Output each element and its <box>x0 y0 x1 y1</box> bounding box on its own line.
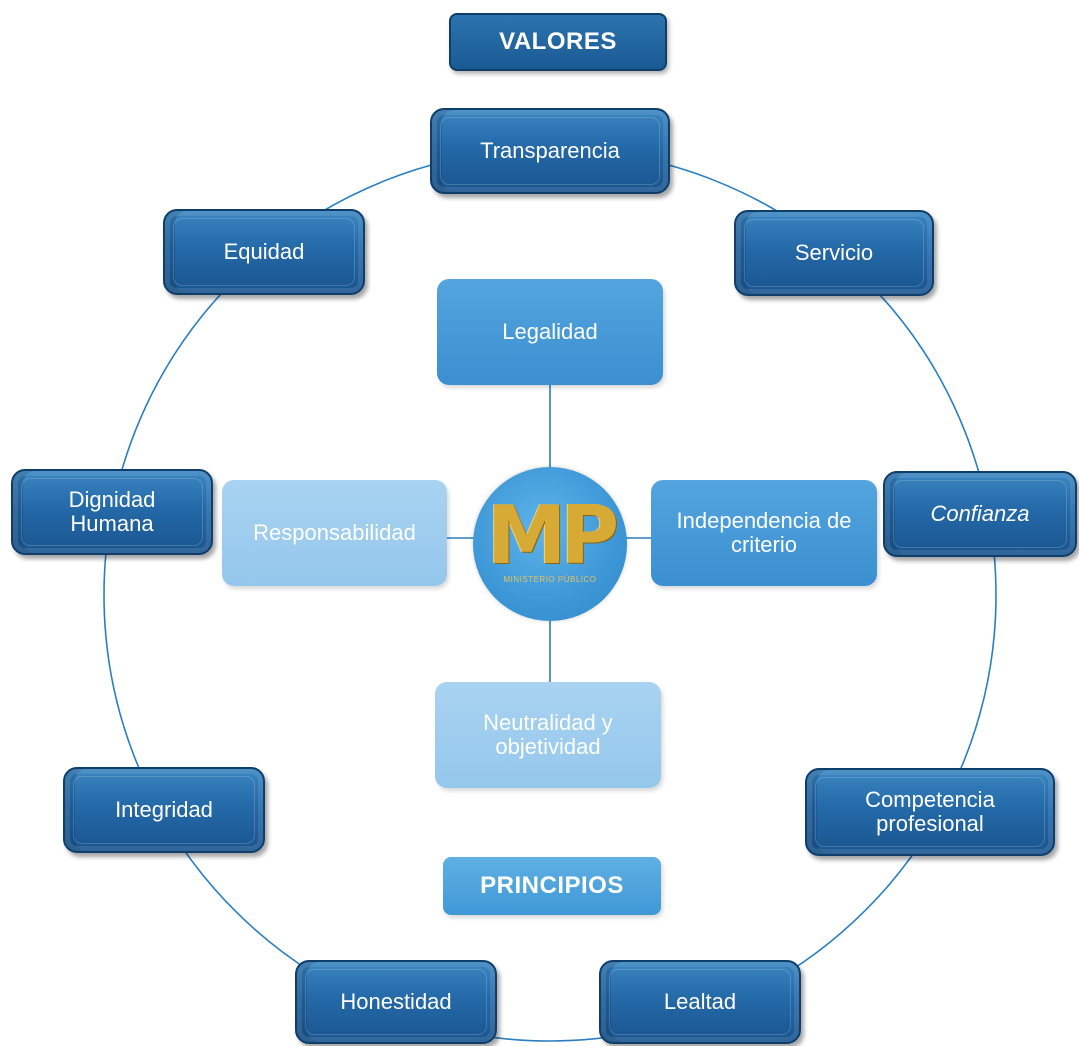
mp-logo-subtitle: MINISTERIO PÚBLICO <box>503 575 597 584</box>
principios-heading: PRINCIPIOS <box>443 857 661 915</box>
value-label: Competencia profesional <box>865 786 995 836</box>
value-label: Lealtad <box>663 988 737 1014</box>
value-confianza: Confianza <box>883 471 1077 557</box>
value-servicio: Servicio <box>734 210 934 296</box>
value-lealtad: Lealtad <box>599 960 801 1044</box>
principle-responsabilidad: Responsabilidad <box>222 480 447 586</box>
principle-label: Neutralidad y objetividad <box>483 709 613 759</box>
mp-logo: MP MINISTERIO PÚBLICO <box>473 467 627 621</box>
value-competencia-profesional: Competencia profesional <box>805 768 1055 856</box>
value-integridad: Integridad <box>63 767 265 853</box>
principle-label: Independencia de criterio <box>676 507 852 557</box>
value-label: Confianza <box>930 500 1030 526</box>
principle-legalidad: Legalidad <box>437 279 663 385</box>
principle-neutralidad-y-objetividad: Neutralidad y objetividad <box>435 682 661 788</box>
principle-label: Responsabilidad <box>253 519 416 545</box>
value-label: Integridad <box>115 796 213 822</box>
value-dignidad-humana: Dignidad Humana <box>11 469 213 555</box>
value-honestidad: Honestidad <box>295 960 497 1044</box>
value-label: Dignidad Humana <box>68 486 156 536</box>
valores-heading: VALORES <box>449 13 667 71</box>
value-transparencia: Transparencia <box>430 108 670 194</box>
principle-independencia-de-criterio: Independencia de criterio <box>651 480 877 586</box>
value-label: Servicio <box>794 239 874 265</box>
value-label: Transparencia <box>480 137 620 163</box>
value-label: Equidad <box>223 238 305 264</box>
mp-logo-letters: MP <box>486 489 619 582</box>
value-label: Honestidad <box>340 988 452 1014</box>
principle-label: Legalidad <box>502 318 598 344</box>
value-equidad: Equidad <box>163 209 365 295</box>
